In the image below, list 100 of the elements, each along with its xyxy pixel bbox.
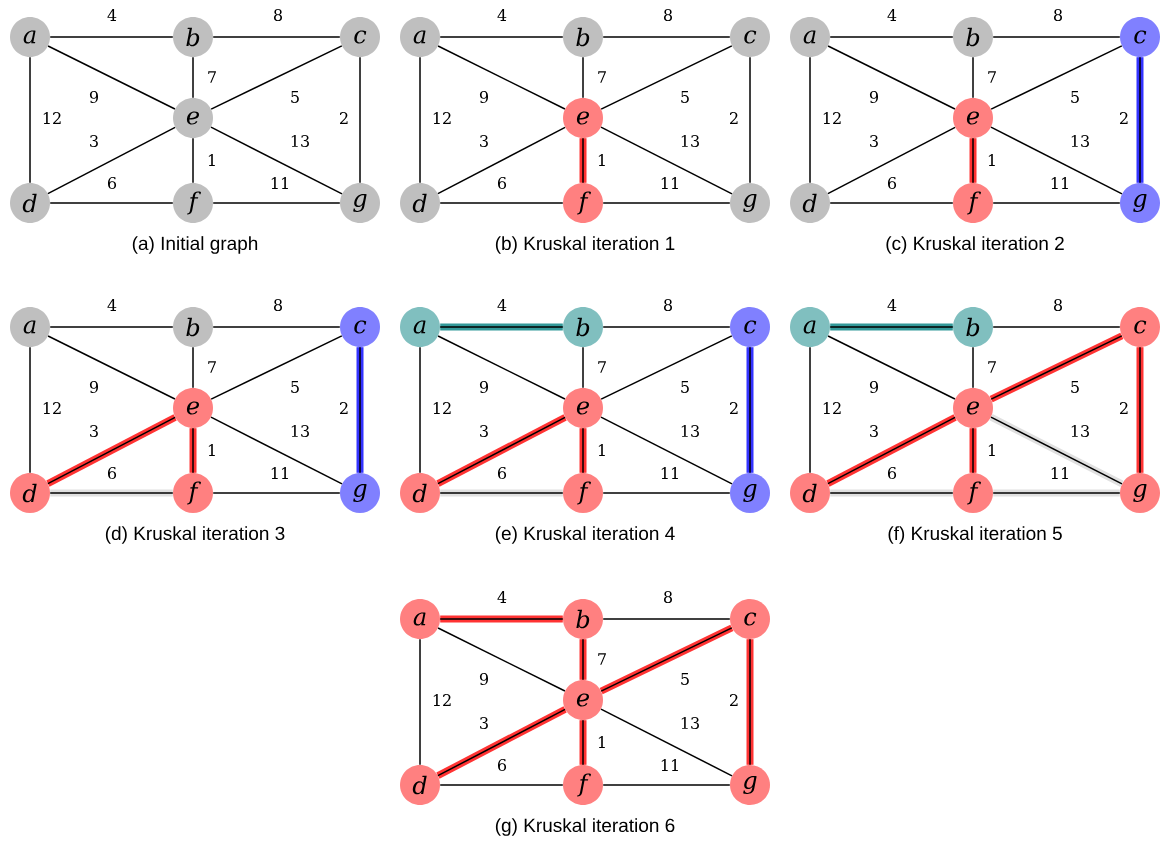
edge-label: 5 bbox=[681, 381, 689, 393]
edge-line bbox=[600, 708, 733, 777]
edge-line bbox=[212, 36, 341, 38]
edge-label: 2 bbox=[730, 402, 738, 414]
edge-line bbox=[436, 414, 567, 487]
edge-line bbox=[582, 56, 584, 99]
edge-line bbox=[746, 638, 754, 766]
edge-label: 11 bbox=[661, 177, 678, 189]
edge-label: 8 bbox=[664, 298, 672, 312]
edge-label: 4 bbox=[497, 9, 507, 21]
edge-line bbox=[47, 335, 176, 400]
edge-label: 8 bbox=[664, 8, 672, 22]
edge-label: 3 bbox=[870, 134, 878, 148]
edge-line bbox=[992, 489, 1121, 497]
edge-label: 13 bbox=[681, 134, 699, 148]
edge-label: 13 bbox=[1071, 424, 1089, 438]
edge-line bbox=[746, 346, 754, 474]
edge-label: 2 bbox=[730, 694, 738, 706]
edge-line bbox=[600, 126, 733, 195]
edge-line bbox=[1136, 346, 1144, 474]
edge-line bbox=[600, 335, 733, 400]
edge-label: 4 bbox=[887, 9, 897, 21]
edge-line bbox=[192, 346, 194, 389]
edge-line bbox=[600, 416, 733, 485]
edge-line bbox=[989, 414, 1124, 487]
edge-line bbox=[47, 45, 176, 110]
edge-line bbox=[992, 202, 1121, 204]
edge-label: 11 bbox=[661, 467, 678, 479]
edge-label: 5 bbox=[681, 673, 689, 685]
edge-label: 2 bbox=[1120, 112, 1128, 124]
edge-line bbox=[827, 126, 956, 195]
edge-label: 11 bbox=[1051, 177, 1068, 189]
edge-label: 8 bbox=[274, 8, 282, 22]
edge-label: 1 bbox=[598, 444, 605, 456]
edge-line bbox=[829, 202, 954, 204]
edge-label: 4 bbox=[887, 299, 897, 311]
edge-line bbox=[212, 492, 341, 494]
edge-label: 4 bbox=[107, 299, 117, 311]
edge-line bbox=[210, 45, 343, 110]
edge-label: 12 bbox=[43, 112, 61, 124]
edge-label: 2 bbox=[340, 402, 348, 414]
edge-line bbox=[212, 326, 341, 328]
edge-line bbox=[49, 36, 174, 38]
edge-label: 12 bbox=[823, 112, 841, 124]
edge-label: 6 bbox=[108, 176, 117, 190]
edge-line bbox=[602, 618, 731, 620]
edge-label: 11 bbox=[271, 467, 288, 479]
edge-label: 6 bbox=[498, 466, 507, 480]
edge-line bbox=[189, 427, 197, 474]
edge-label: 7 bbox=[208, 71, 216, 83]
edge-line bbox=[439, 615, 564, 623]
edge-line bbox=[990, 126, 1123, 195]
edge-line bbox=[582, 346, 584, 389]
caption: (f) Kruskal iteration 5 bbox=[888, 526, 1062, 544]
edge-label: 7 bbox=[598, 71, 606, 83]
edge-line bbox=[49, 202, 174, 204]
edge-label: 6 bbox=[888, 466, 897, 480]
edge-line bbox=[439, 323, 564, 331]
edge-label: 9 bbox=[479, 380, 488, 394]
edge-label: 3 bbox=[90, 424, 98, 438]
edge-label: 12 bbox=[823, 402, 841, 414]
edge-label: 7 bbox=[208, 361, 216, 373]
edge-label: 12 bbox=[433, 112, 451, 124]
edge-line bbox=[356, 346, 364, 474]
edge-label: 2 bbox=[1120, 402, 1128, 414]
edge-label: 6 bbox=[108, 466, 117, 480]
edge-label: 8 bbox=[1054, 8, 1062, 22]
edge-line bbox=[46, 414, 177, 487]
edge-label: 8 bbox=[664, 590, 672, 604]
edge-line bbox=[749, 56, 751, 184]
edge-line bbox=[992, 326, 1121, 328]
edge-label: 11 bbox=[271, 177, 288, 189]
caption: (b) Kruskal iteration 1 bbox=[495, 236, 675, 254]
edge-line bbox=[210, 126, 343, 195]
edge-label: 3 bbox=[480, 716, 488, 730]
edge-line bbox=[602, 36, 731, 38]
edge-line bbox=[809, 56, 811, 184]
edge-label: 11 bbox=[1051, 467, 1068, 479]
edge-label: 2 bbox=[730, 112, 738, 124]
edge-label: 1 bbox=[598, 736, 605, 748]
edge-label: 9 bbox=[89, 90, 98, 104]
edge-label: 7 bbox=[598, 361, 606, 373]
edge-line bbox=[437, 627, 566, 692]
edge-line bbox=[827, 45, 956, 110]
edge-label: 7 bbox=[988, 71, 996, 83]
edge-label: 13 bbox=[291, 424, 309, 438]
edge-line bbox=[602, 784, 731, 786]
edge-line bbox=[419, 56, 421, 184]
edge-label: 13 bbox=[291, 134, 309, 148]
edge-label: 12 bbox=[433, 402, 451, 414]
edge-label: 3 bbox=[480, 424, 488, 438]
edge-label: 12 bbox=[433, 694, 451, 706]
edge-label: 3 bbox=[870, 424, 878, 438]
edge-label: 5 bbox=[1071, 91, 1079, 103]
edge-label: 5 bbox=[1071, 381, 1079, 393]
edge-line bbox=[600, 45, 733, 110]
edge-line bbox=[419, 638, 421, 766]
edge-label: 9 bbox=[869, 380, 878, 394]
edge-label: 6 bbox=[498, 758, 507, 772]
edge-label: 1 bbox=[208, 444, 215, 456]
